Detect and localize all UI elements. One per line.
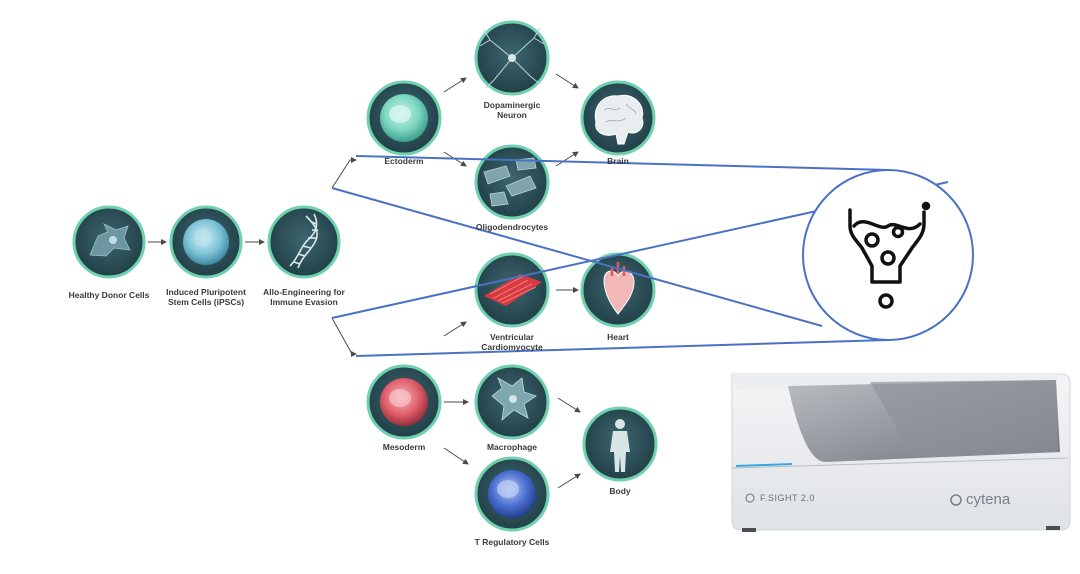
label-allo-engineering: Allo-Engineering for Immune Evasion <box>263 287 345 307</box>
arrow-allo-to-mesoderm <box>331 317 357 357</box>
neuron-icon <box>479 27 545 89</box>
label-ectoderm: Ectoderm <box>384 156 424 166</box>
label-oligodendrocytes: Oligodendrocytes <box>475 222 549 232</box>
label-heart: Heart <box>607 332 629 342</box>
label-healthy-donor-cells: Healthy Donor Cells <box>68 290 150 300</box>
cardiomyocyte-icon <box>484 274 542 306</box>
dna-icon <box>289 213 318 269</box>
label-dopaminergic-line1: Dopaminergic <box>483 100 541 110</box>
machine-brand-label: cytena <box>966 491 1011 508</box>
label-dopaminergic-line2: Neuron <box>497 110 527 120</box>
node-oligodendrocytes <box>474 144 550 220</box>
zoom-line-cross-1 <box>331 187 823 327</box>
label-t-regulatory-cells: T Regulatory Cells <box>474 537 550 547</box>
node-macrophage <box>474 364 550 440</box>
cytena-logo-icon <box>950 494 962 506</box>
label-body: Body <box>609 486 631 496</box>
label-allo-line1: Allo-Engineering for <box>263 287 345 297</box>
label-brain: Brain <box>607 156 629 166</box>
arrow-macrophage-to-body <box>557 397 581 413</box>
arrow-to-ventricular <box>443 321 467 337</box>
label-ventricular: Ventricular Cardiomyocyte <box>481 332 542 352</box>
label-ipsc-line1: Induced Pluripotent <box>166 287 246 297</box>
heart-icon <box>603 262 635 315</box>
node-treg <box>474 456 550 532</box>
arrow-ectoderm-to-neuron <box>443 77 467 93</box>
arrow-neuron-to-brain <box>555 73 579 89</box>
label-ipsc: Induced Pluripotent Stem Cells (iPSCs) <box>166 287 246 307</box>
zoom-line-top <box>355 155 889 171</box>
label-ipsc-line2: Stem Cells (iPSCs) <box>167 297 245 307</box>
label-ventricular-line1: Ventricular <box>490 332 534 342</box>
label-dopaminergic: Dopaminergic Neuron <box>484 100 541 120</box>
node-ectoderm <box>366 80 442 156</box>
body-icon <box>610 419 630 472</box>
node-body <box>582 406 658 482</box>
node-mesoderm <box>366 364 442 440</box>
label-allo-line2: Immune Evasion <box>270 297 338 307</box>
node-healthy-donor <box>72 205 146 279</box>
node-ipsc <box>169 205 243 279</box>
label-macrophage: Macrophage <box>486 442 538 452</box>
label-ventricular-line2: Cardiomyocyte <box>481 342 543 352</box>
node-heart <box>580 252 656 328</box>
node-ventricular <box>474 252 550 328</box>
node-brain <box>580 80 656 156</box>
arrow-oligo-to-brain <box>555 151 579 167</box>
arrow-treg-to-body <box>557 473 581 489</box>
label-mesoderm: Mesoderm <box>382 442 426 452</box>
arrow-allo-to-ectoderm <box>331 157 357 189</box>
brain-icon <box>594 94 644 145</box>
arrow-mesoderm-to-treg <box>443 447 469 465</box>
zoom-circle <box>802 169 974 341</box>
node-allo <box>267 205 341 279</box>
cytena-instrument-image <box>731 373 1071 532</box>
machine-model-label: F.SIGHT 2.0 <box>760 493 815 503</box>
zoom-line-bottom <box>355 339 889 357</box>
cell-dispensing-funnel-icon <box>848 201 931 309</box>
node-dopaminergic <box>474 20 550 96</box>
